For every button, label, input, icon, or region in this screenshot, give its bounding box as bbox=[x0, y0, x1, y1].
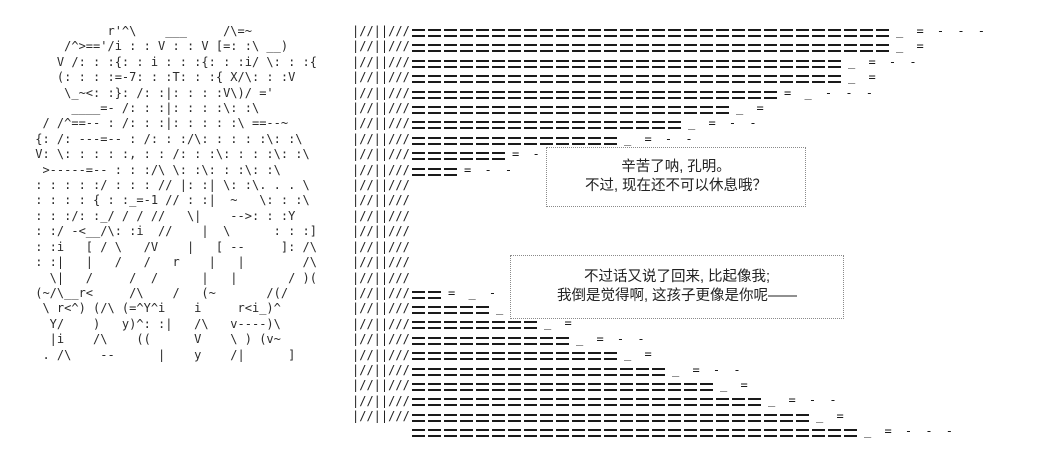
beam-bar bbox=[412, 149, 508, 162]
beam-row: _ = - - - bbox=[412, 424, 988, 439]
dialogue-box-1-line-1: 辛苦了呐, 孔明。 bbox=[621, 159, 731, 175]
beam-bar bbox=[412, 133, 620, 146]
beam-bar bbox=[412, 333, 572, 346]
beam-tail: _ = - - bbox=[672, 362, 744, 377]
beam-row: _ = bbox=[412, 101, 988, 116]
dialogue-box-2: 不过话又说了回来, 比起像我; 我倒是觉得啊, 这孩子更像是你呢—— bbox=[510, 255, 844, 319]
beam-tail: _ = - - bbox=[624, 131, 696, 146]
speed-line-column: |//||/// |//||/// |//||/// |//||/// |//|… bbox=[352, 24, 410, 424]
beam-bar bbox=[412, 41, 892, 54]
beam-row: = - - bbox=[412, 163, 988, 178]
beam-row: = _ - - - bbox=[412, 86, 988, 101]
beam-bar bbox=[412, 56, 844, 69]
beam-tail: _ = - - - bbox=[864, 424, 957, 439]
beam-bar bbox=[412, 72, 844, 85]
beam-row: _ = - - bbox=[412, 393, 988, 408]
dialogue-box-2-line-1: 不过话又说了回来, 比起像我; bbox=[583, 269, 771, 285]
beam-row: _ = - - bbox=[412, 363, 988, 378]
beam-bar bbox=[412, 349, 620, 362]
beam-bar bbox=[412, 287, 444, 300]
beam-tail: _ = - - bbox=[576, 331, 648, 346]
beam-tail: _ = bbox=[816, 408, 847, 423]
beam-row: _ = - - bbox=[412, 332, 988, 347]
beam-bar bbox=[412, 303, 492, 316]
beam-row: _ = bbox=[412, 347, 988, 362]
dialogue-box-2-line-2: 我倒是觉得啊, 这孩子更像是你呢—— bbox=[556, 288, 798, 304]
beam-bar bbox=[412, 102, 732, 115]
beam-row bbox=[412, 224, 988, 239]
beam-tail: _ = - - - bbox=[896, 24, 989, 38]
beam-bar bbox=[412, 164, 460, 177]
beam-bar bbox=[412, 410, 812, 423]
beam-tail: _ = bbox=[848, 70, 879, 85]
beam-row: _ = bbox=[412, 39, 988, 54]
beam-row: _ = bbox=[412, 378, 988, 393]
beam-tail: _ = - - bbox=[688, 116, 760, 131]
beam-bar bbox=[412, 118, 684, 131]
beam-tail: = _ - - - bbox=[784, 85, 877, 100]
beam-row: _ = bbox=[412, 70, 988, 85]
beam-row: _ = bbox=[412, 409, 988, 424]
beam-bar bbox=[412, 379, 716, 392]
beam-tail: _ = bbox=[624, 347, 655, 362]
beam-bar bbox=[412, 426, 860, 439]
motion-beams: _ = - - -_ =_ = - -_ == _ - - -_ =_ = - … bbox=[412, 24, 988, 440]
beam-row bbox=[412, 209, 988, 224]
dialogue-box-1-line-2: 不过, 现在还不可以休息哦？ bbox=[584, 178, 768, 194]
beam-row: _ = - - bbox=[412, 55, 988, 70]
beam-tail: _ = - - bbox=[768, 393, 840, 408]
beam-tail: _ = - - bbox=[848, 54, 920, 69]
beam-row: _ = bbox=[412, 316, 988, 331]
beam-row: _ = - - bbox=[412, 132, 988, 147]
beam-bar bbox=[412, 364, 668, 377]
ascii-art-character: r'^\ ___ /\=~ /^>=='/i : : V : : V [=: :… bbox=[35, 24, 317, 362]
beam-tail: _ = bbox=[736, 100, 767, 115]
beam-tail: = _ - bbox=[448, 285, 500, 300]
beam-bar bbox=[412, 87, 780, 100]
beam-bar bbox=[412, 395, 764, 408]
beam-row: _ = - - bbox=[412, 116, 988, 131]
beam-tail: _ = bbox=[544, 316, 575, 331]
beam-row bbox=[412, 239, 988, 254]
beam-bar bbox=[412, 318, 540, 331]
beam-tail: _ = bbox=[896, 39, 927, 54]
beam-row: _ = - - - bbox=[412, 24, 988, 39]
beam-tail: = - - bbox=[464, 162, 516, 177]
beam-bar bbox=[412, 26, 892, 38]
beam-row: = _ - bbox=[412, 286, 988, 301]
beam-tail: _ = bbox=[720, 377, 751, 392]
dialogue-box-1: 辛苦了呐, 孔明。 不过, 现在还不可以休息哦？ bbox=[546, 147, 806, 207]
